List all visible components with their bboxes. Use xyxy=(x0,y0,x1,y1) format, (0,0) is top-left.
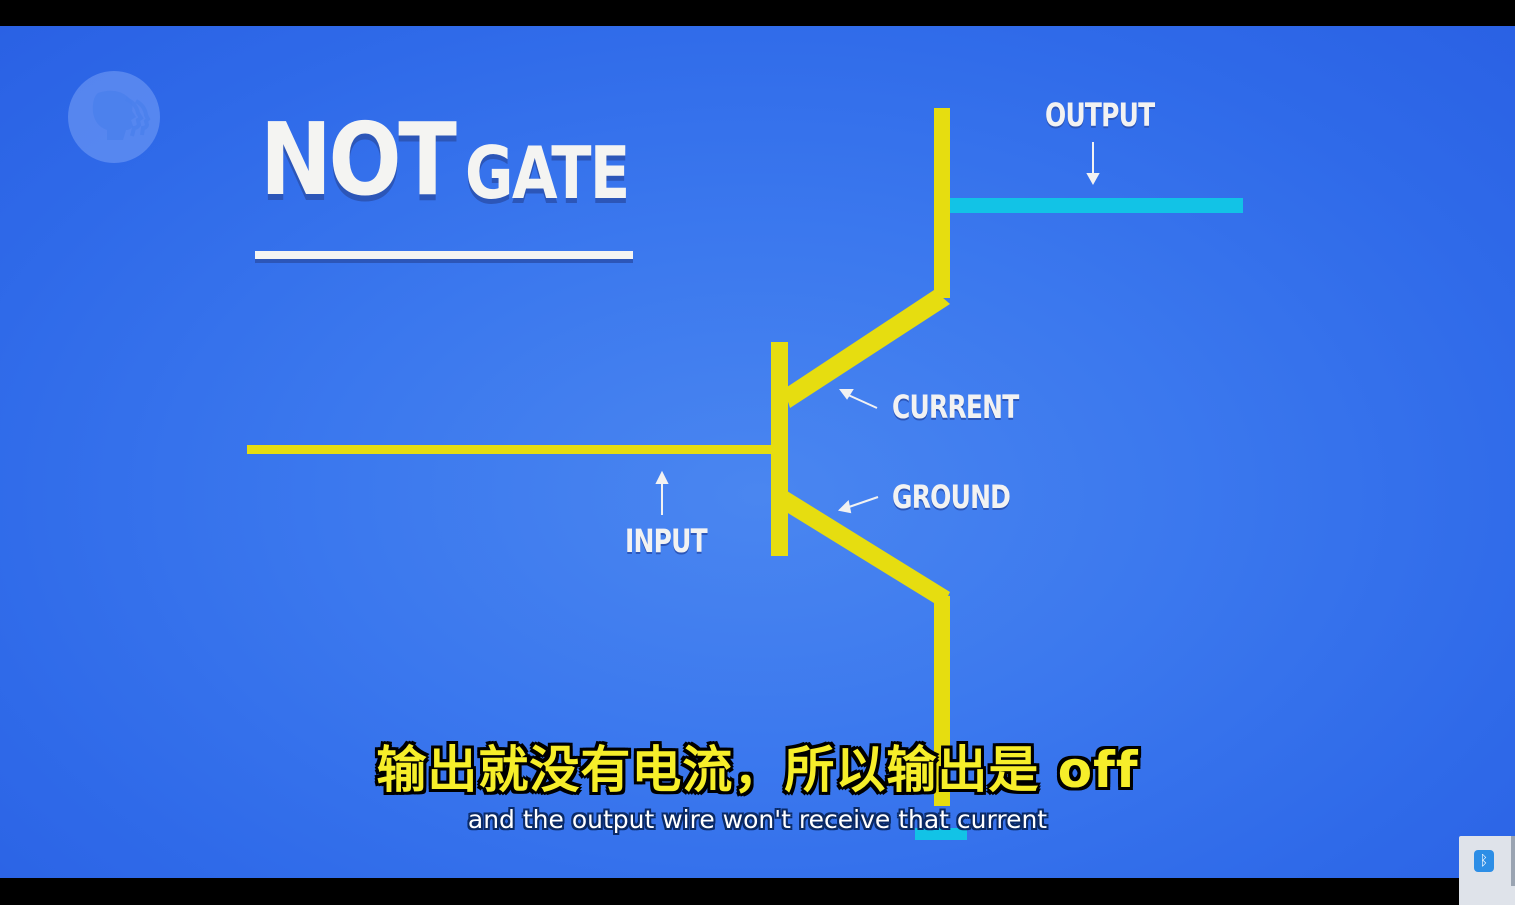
pbs-logo-icon xyxy=(68,71,160,163)
tray-scrollbar[interactable] xyxy=(1511,836,1515,886)
letterbox-top xyxy=(0,0,1515,26)
output-arrow xyxy=(1086,142,1100,186)
input-arrow xyxy=(655,470,669,515)
subtitle-english: and the output wire won't receive that c… xyxy=(467,805,1048,834)
subtitle-chinese: 输出就没有电流，所以输出是 off xyxy=(376,741,1139,799)
title-not: NOT xyxy=(260,101,457,218)
ground-label: GROUND xyxy=(892,478,1011,516)
input-wire xyxy=(247,445,774,454)
collector-wire xyxy=(934,108,950,298)
title-gate: GATE xyxy=(465,131,630,215)
output-wire xyxy=(950,198,1243,213)
ground-stub xyxy=(915,828,967,840)
emitter-wire xyxy=(934,596,950,806)
letterbox-bottom xyxy=(0,878,1515,905)
input-label: INPUT xyxy=(625,522,708,560)
bluetooth-icon[interactable]: ᛒ xyxy=(1474,850,1494,872)
transistor-diagram xyxy=(247,108,1243,840)
current-label: CURRENT xyxy=(892,388,1019,426)
base-plate xyxy=(771,342,788,556)
output-label: OUTPUT xyxy=(1045,96,1155,134)
ground-arrow xyxy=(837,496,879,514)
emitter-diagonal xyxy=(783,491,950,608)
title-underline xyxy=(255,251,633,259)
video-frame[interactable]: NOT GATE xyxy=(0,26,1515,878)
current-arrow xyxy=(839,389,878,409)
collector-diagonal xyxy=(784,290,950,408)
